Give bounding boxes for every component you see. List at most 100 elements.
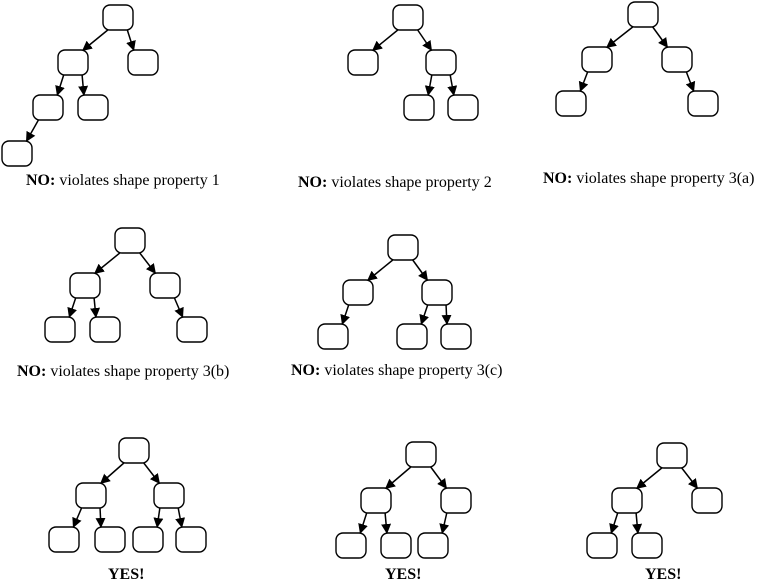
edge-arrow [609,511,619,535]
tree-node-root [405,441,437,468]
reason-text: violates shape property 1 [55,172,220,189]
verdict-text: YES! [385,566,422,583]
edge-arrow [416,28,433,52]
edge-arrow [175,506,186,529]
tree-node-R [149,272,181,299]
tree-node-R [153,482,185,509]
tree-node-L [581,46,613,73]
tree-node-RR [447,94,479,121]
tree-node-root [656,442,688,469]
tree-6 [48,437,207,553]
tree-8 [586,442,723,559]
tree-node-LR [380,532,412,559]
edge-arrow [439,511,450,535]
edge-arrow [153,506,164,529]
tree-6-caption: YES! [108,566,144,584]
tree-node-root [118,437,150,464]
reason-text: violates shape property 2 [327,174,492,191]
tree-node-root [627,1,659,28]
tree-node-L [57,49,89,76]
tree-node-root [102,4,134,31]
tree-node-LL [44,316,76,343]
verdict-text: YES! [645,566,682,583]
tree-8-caption: YES! [645,566,682,584]
tree-node-R [127,49,159,76]
tree-2 [347,4,479,121]
edge-arrow [685,70,696,93]
edge-arrow [25,118,40,143]
reason-text: violates shape property 3(a) [572,170,755,187]
edge-arrow [72,506,83,529]
tree-node-LL [317,323,349,350]
tree-node-LR [631,532,663,559]
tree-node-root [392,4,424,31]
tree-node-RR [687,90,719,117]
edge-arrow [90,296,101,319]
tree-4 [44,227,208,343]
tree-node-L [342,279,374,306]
tree-7-caption: YES! [385,566,422,584]
tree-node-RL [396,323,428,350]
tree-4-caption: NO: violates shape property 3(b) [17,363,230,381]
tree-node-R [421,279,453,306]
tree-node-LR [77,94,109,121]
edge-arrow [81,28,110,52]
edge-arrow [138,251,157,275]
edge-arrow [441,303,452,326]
edge-arrow [384,465,413,490]
tree-node-R [425,49,457,76]
tree-node-RL [403,94,435,121]
tree-node-RR [440,323,472,350]
verdict-text: NO: [26,172,56,189]
edge-arrow [93,251,122,275]
tree-node-RR [176,316,208,343]
edge-arrow [632,511,643,535]
edge-arrow [142,461,161,485]
edge-arrow [381,511,392,535]
tree-5 [317,234,472,350]
verdict-text: NO: [298,174,328,191]
edge-arrow [429,465,448,490]
reason-text: violates shape property 3(b) [46,363,230,380]
tree-node-RL [417,532,449,559]
tree-node-L [75,482,107,509]
edge-arrow [173,296,184,319]
edge-arrow [578,70,589,93]
edge-arrow [635,466,664,490]
tree-node-LR [89,316,121,343]
edge-arrow [605,25,635,49]
edge-arrow [371,28,400,52]
tree-node-root [387,234,419,261]
edge-arrow [419,303,429,326]
edge-arrow [126,28,136,52]
tree-node-LL [586,532,618,559]
tree-5-caption: NO: violates shape property 3(c) [291,362,503,380]
tree-node-LL [335,532,367,559]
tree-node-LL [48,526,80,553]
tree-node-R [440,487,472,514]
edge-arrow [358,511,368,535]
tree-1 [1,4,159,167]
tree-node-R [691,487,723,514]
tree-1-caption: NO: violates shape property 1 [26,172,220,190]
edge-arrow [651,25,669,49]
edge-arrow [411,258,429,282]
tree-7 [335,441,472,559]
tree-node-LL [555,90,587,117]
tree-node-root [114,227,146,254]
tree-node-LLL [1,140,33,167]
tree-node-L [360,487,392,514]
tree-node-LR [94,526,126,553]
tree-2-caption: NO: violates shape property 2 [298,174,492,192]
edge-arrow [95,506,106,529]
reason-text: violates shape property 3(c) [320,362,503,379]
tree-3 [555,1,719,117]
verdict-text: NO: [17,363,47,380]
verdict-text: NO: [543,170,573,187]
tree-node-L [611,487,643,514]
edge-arrow [67,296,77,319]
edge-arrow [366,258,395,282]
edge-arrow [99,461,126,485]
